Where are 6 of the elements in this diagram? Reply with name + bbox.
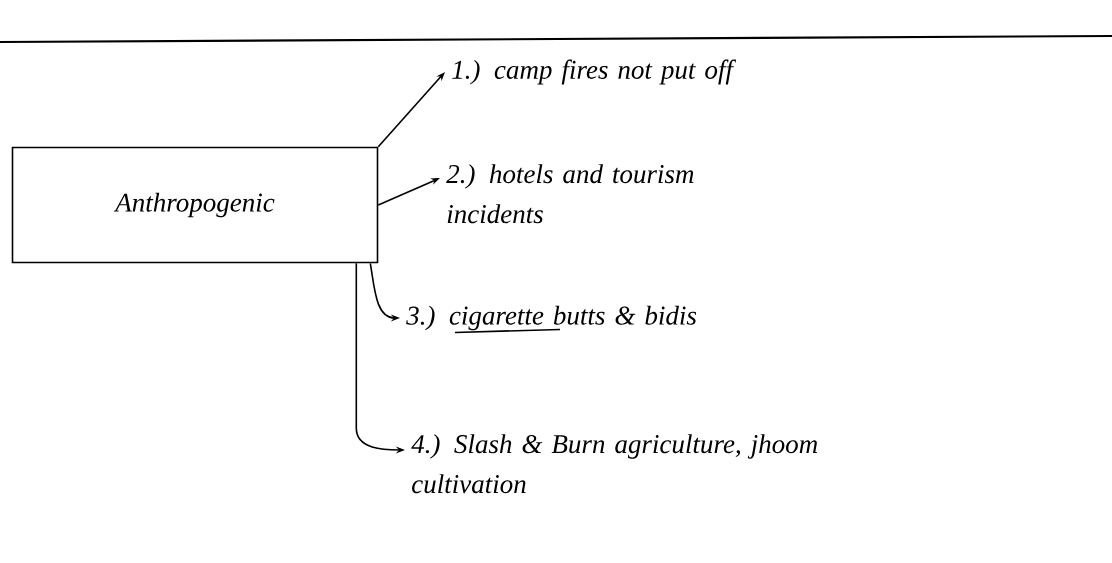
list-item: 1.) camp fires not put off xyxy=(452,59,737,85)
arrow xyxy=(377,72,445,148)
label-box: Anthropogenic xyxy=(11,146,379,264)
list-item: 4.) Slash & Burn agriculture, jhoom cultivation xyxy=(411,434,818,494)
list-item: 2.) hotels and tourism incidents xyxy=(446,164,694,224)
list-item: 3.) cigarette butts & bidis xyxy=(406,305,697,331)
